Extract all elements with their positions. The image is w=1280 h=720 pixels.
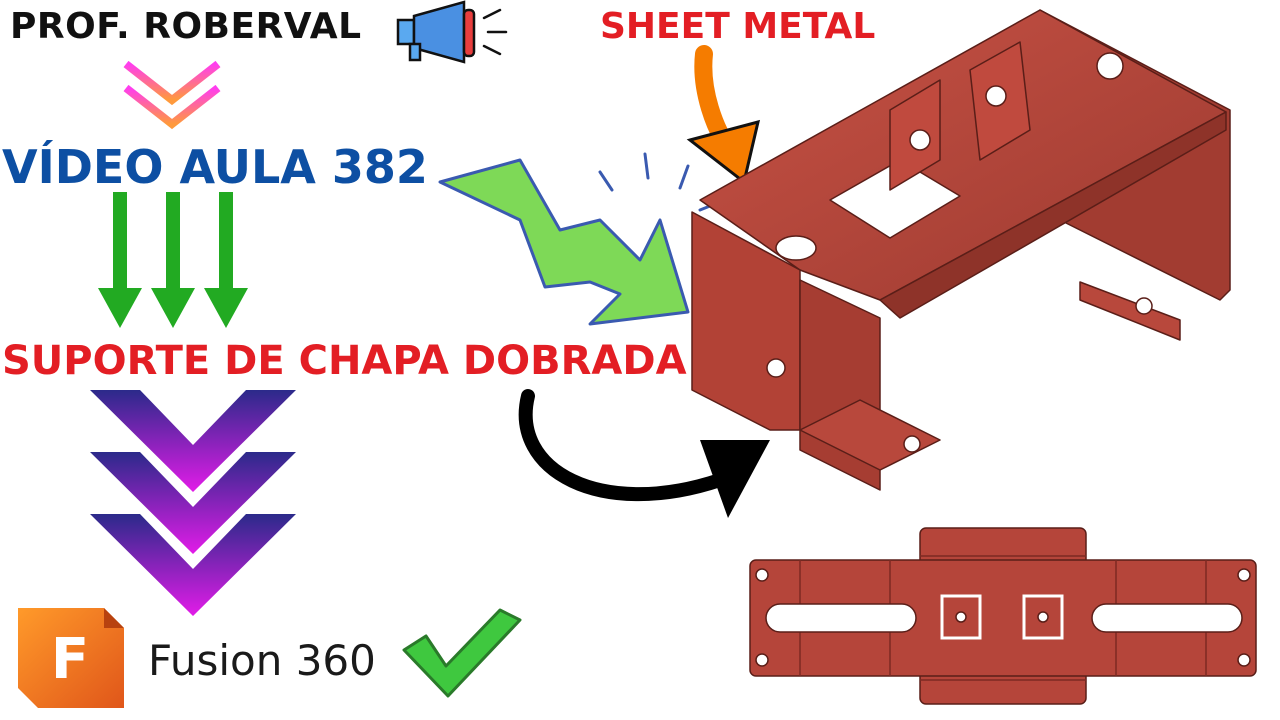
lesson-title: VÍDEO AULA 382 <box>2 140 428 194</box>
logo-letter: F <box>51 627 89 692</box>
author-name: PROF. ROBERVAL <box>10 6 362 47</box>
topic-title: SHEET METAL <box>600 6 876 47</box>
fusion-logo-icon: F <box>18 608 124 708</box>
megaphone-icon <box>396 0 508 64</box>
curved-arrow-icon <box>518 389 770 518</box>
bracket-3d-render <box>691 9 1231 491</box>
green-down-arrows-icon <box>98 192 248 328</box>
orange-arrow-icon <box>686 45 761 185</box>
flat-pattern-render <box>749 527 1257 705</box>
lesson-subtitle: SUPORTE DE CHAPA DOBRADA <box>2 338 687 384</box>
zigzag-arrow-icon <box>438 158 690 326</box>
big-chevron-icon <box>90 390 296 616</box>
check-icon <box>402 608 522 698</box>
small-chevron-icon <box>123 60 221 130</box>
software-name: Fusion 360 <box>148 636 376 685</box>
